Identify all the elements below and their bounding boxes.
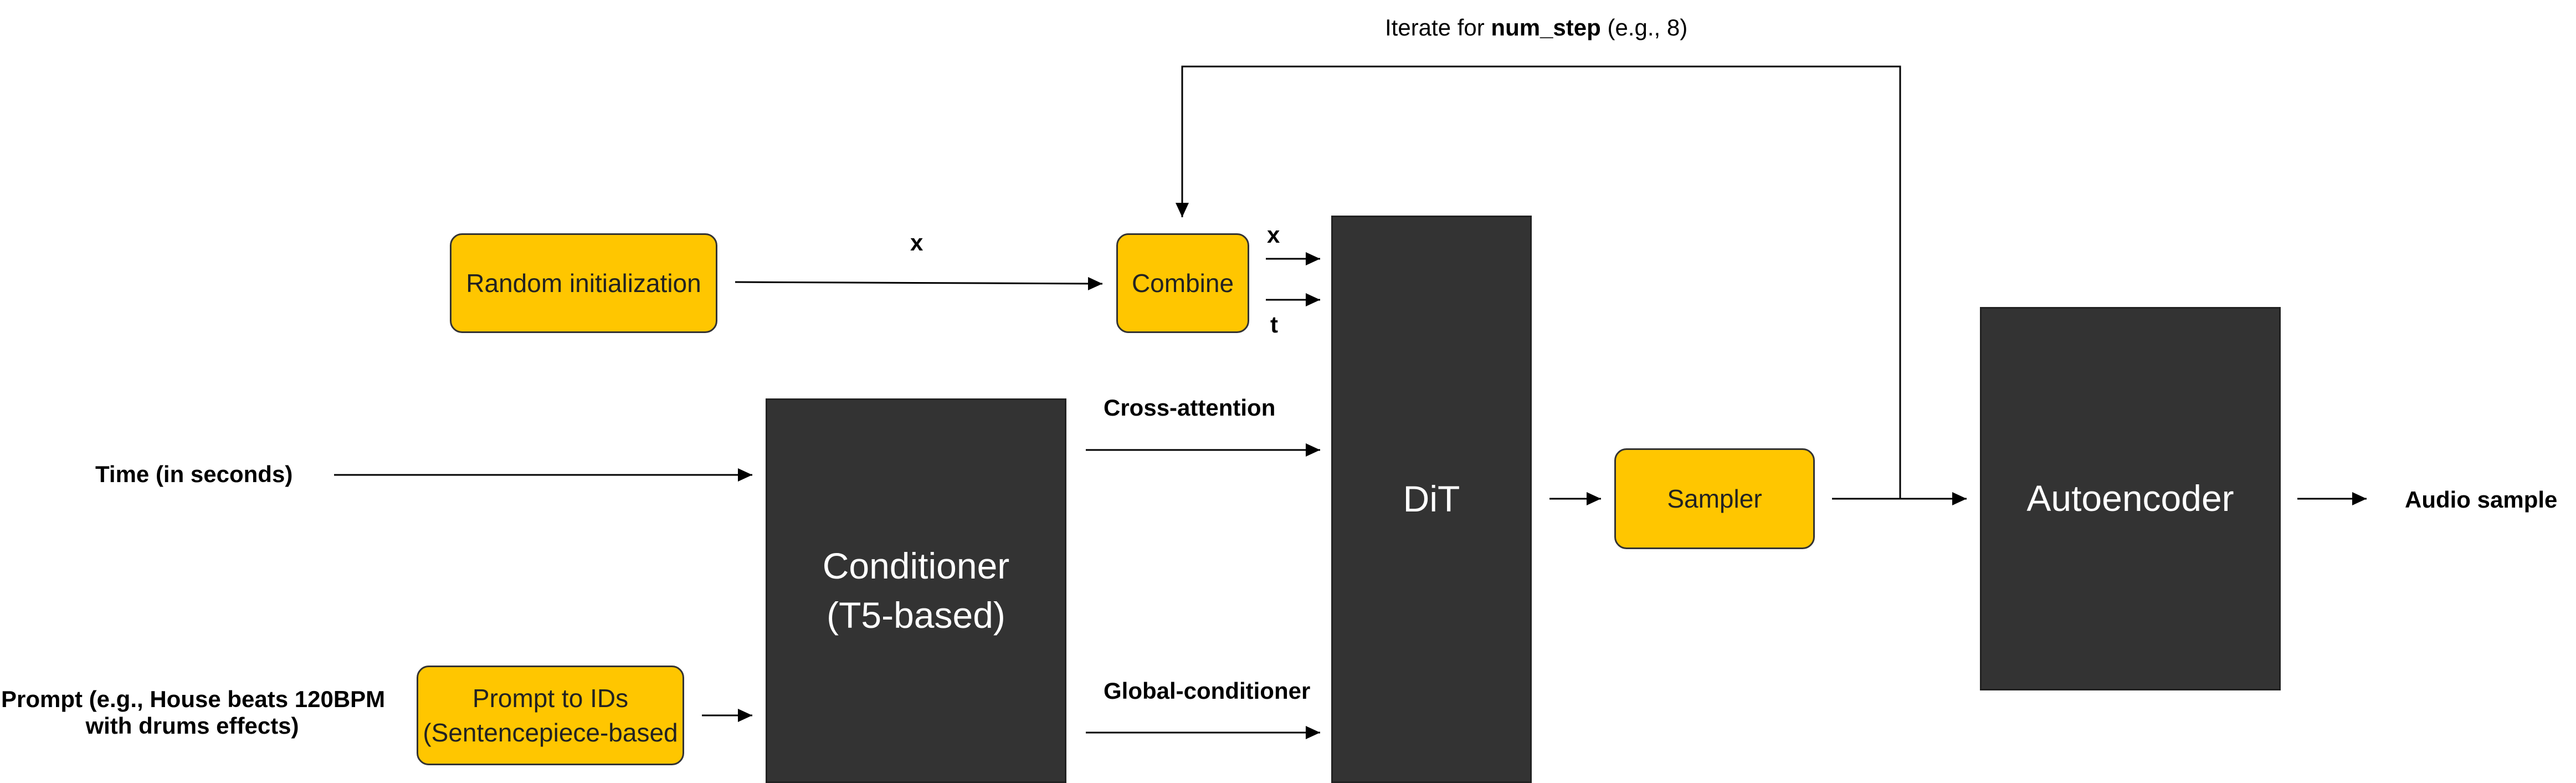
iterate-num-step: num_step bbox=[1491, 14, 1601, 40]
conditioner-line-1: Conditioner bbox=[822, 545, 1010, 586]
arrow-random-to-combine bbox=[735, 277, 1103, 290]
random-initialization-box: Random initialization bbox=[450, 233, 717, 333]
prompt-to-ids-box: Prompt to IDs (Sentencepiece-based bbox=[417, 666, 684, 765]
global-conditioner-label: Global-conditioner bbox=[1104, 678, 1311, 704]
x-label-combine: x bbox=[1267, 222, 1280, 248]
iterate-suffix: (e.g., 8) bbox=[1600, 14, 1688, 40]
prompt-input-line-1: Prompt (e.g., House beats 120BPM bbox=[1, 686, 386, 712]
dit-label: DiT bbox=[1403, 478, 1460, 520]
random-initialization-label: Random initialization bbox=[466, 268, 701, 298]
prompt-to-ids-line-1: Prompt to IDs bbox=[472, 683, 629, 713]
x-label-init: x bbox=[910, 229, 923, 255]
cross-attention-label: Cross-attention bbox=[1104, 395, 1276, 421]
audio-sample-label: Audio sample bbox=[2405, 487, 2558, 513]
conditioner-block: Conditioner (T5-based) bbox=[766, 398, 1066, 783]
prompt-input-line-2: with drums effects) bbox=[85, 713, 299, 739]
time-input-label: Time (in seconds) bbox=[95, 461, 293, 487]
arrow-iterate-loop bbox=[1176, 65, 1901, 499]
iterate-prefix: Iterate for bbox=[1385, 14, 1491, 40]
autoencoder-block: Autoencoder bbox=[1980, 307, 2281, 690]
iterate-label: Iterate for num_step (e.g., 8) bbox=[1385, 14, 1687, 41]
t-label-combine: t bbox=[1270, 311, 1278, 337]
prompt-to-ids-line-2: (Sentencepiece-based bbox=[423, 718, 678, 747]
combine-label: Combine bbox=[1131, 268, 1234, 298]
prompt-input-label: Prompt (e.g., House beats 120BPM with dr… bbox=[1, 686, 386, 739]
sampler-label: Sampler bbox=[1667, 484, 1762, 513]
autoencoder-label: Autoencoder bbox=[2026, 478, 2234, 519]
sampler-box: Sampler bbox=[1614, 448, 1815, 549]
dit-block: DiT bbox=[1331, 216, 1532, 783]
combine-box: Combine bbox=[1116, 233, 1249, 333]
conditioner-line-2: (T5-based) bbox=[827, 595, 1005, 636]
